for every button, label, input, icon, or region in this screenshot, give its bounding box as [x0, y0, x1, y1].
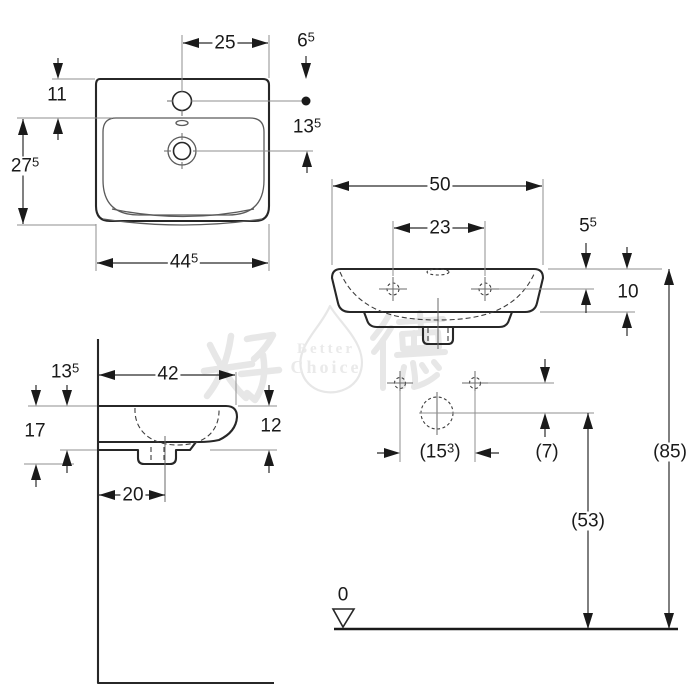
dim-label-0: 0 [335, 584, 351, 606]
dim-15-3 [377, 448, 499, 458]
watermark: Better Choice [200, 304, 448, 404]
zero-level-icon [331, 608, 356, 629]
dim-label-13-5-plan: 135 [290, 115, 324, 138]
dim-label-53: (53) [569, 510, 607, 532]
dim-label-23: 23 [427, 217, 453, 239]
dim-label-7: (7) [533, 441, 561, 463]
watermark-line2: Choice [291, 357, 362, 377]
dim-label-11: 11 [45, 84, 69, 106]
dim-17 [31, 385, 41, 487]
dim-10 [622, 247, 632, 336]
dim-label-17: 17 [22, 420, 48, 442]
dim-label-25: 25 [212, 32, 238, 54]
watermark-de-glyph [370, 310, 448, 391]
dim-label-5-5: 55 [577, 214, 599, 237]
watermark-line1: Better [297, 341, 355, 357]
front-pedestal [362, 310, 514, 329]
dim-label-42: 42 [155, 363, 181, 385]
dim-12 [264, 385, 274, 473]
front-drain-spigot [421, 325, 455, 346]
watermark-hao-glyph [200, 331, 283, 404]
watermark-drop-icon [299, 304, 363, 394]
dim-11 [53, 58, 63, 140]
tap-hole-right [471, 277, 499, 301]
plan-bowl-outline [102, 117, 265, 216]
plan-view [17, 35, 313, 271]
drain-hole [164, 133, 200, 169]
dim-label-12: 12 [258, 415, 284, 437]
dim-label-15-3: (153) [417, 440, 463, 463]
dim-13-5-plan [302, 151, 312, 173]
side-pedestal-trap [98, 441, 197, 466]
dim-label-13-5-side: 135 [48, 360, 82, 383]
dim-label-10: 10 [615, 281, 641, 303]
dim-13-5-side [62, 385, 72, 473]
dim-7 [540, 359, 550, 437]
plan-basin-outline [94, 77, 271, 223]
dim-label-44-5: 445 [167, 250, 201, 273]
dim-label-50: 50 [427, 174, 453, 196]
overflow-slot [175, 119, 189, 127]
dim-label-6-5: 65 [295, 29, 317, 52]
tap-hole-left [379, 277, 407, 301]
dim-label-85: (85) [651, 441, 689, 463]
front-view [330, 179, 678, 631]
dim-label-27-5: 275 [8, 154, 42, 177]
dim-label-20: 20 [120, 484, 146, 506]
front-basin-outline [330, 267, 545, 314]
dim-6-5 [301, 56, 311, 106]
side-basin-outline [98, 404, 239, 444]
dim-5-5 [581, 243, 591, 313]
wall-line [96, 339, 274, 685]
